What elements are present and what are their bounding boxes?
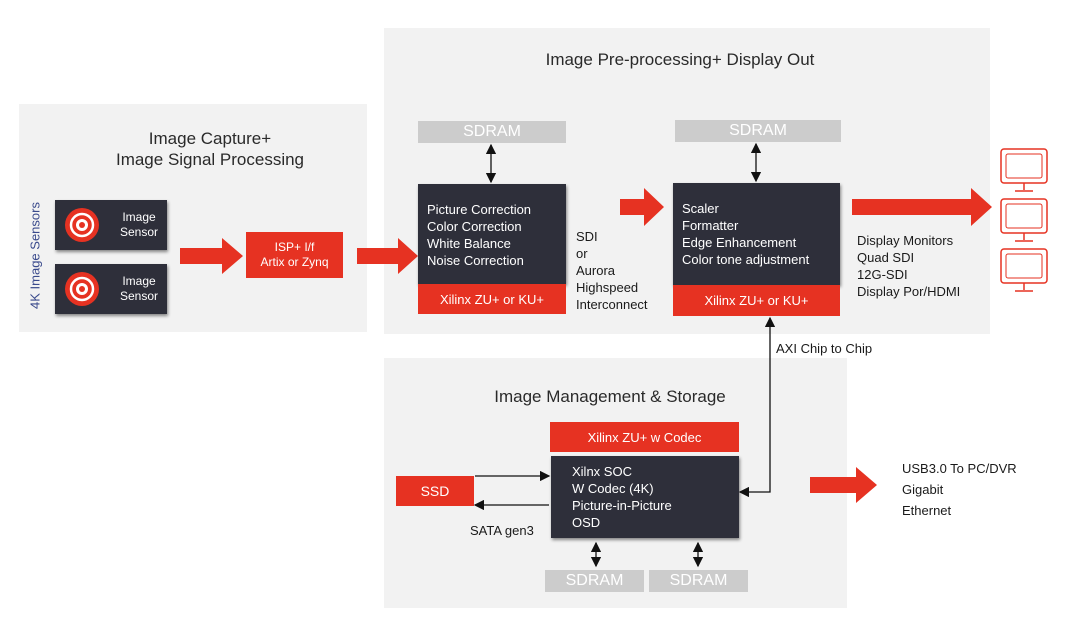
usb-ethernet-label: USB3.0 To PC/DVR Gigabit Ethernet (902, 458, 1017, 521)
display-outputs-label: Display Monitors Quad SDI 12G-SDI Displa… (857, 232, 960, 300)
arrow-isp-to-preprocess (357, 238, 418, 274)
capture-title-line2: Image Signal Processing (115, 150, 305, 170)
sdram-storage-left: SDRAM (545, 570, 644, 592)
soc-line-2: W Codec (4K) (572, 481, 654, 496)
interconnect-line-5: Interconnect (576, 297, 648, 312)
display-line-3: 12G-SDI (857, 267, 908, 282)
capture-title: Image Capture+ Image Signal Processing (60, 128, 360, 171)
interconnect-line-3: Aurora (576, 263, 616, 278)
isp-line1: ISP+ I/f (274, 240, 315, 254)
right-fpga-label: Xilinx ZU+ or KU+ (673, 285, 840, 316)
soc-line-3: Picture-in-Picture (572, 498, 672, 513)
left-block-line-2: Color Correction (427, 219, 522, 234)
usb-line-3: Ethernet (902, 503, 952, 518)
picture-correction-block: Picture Correction Color Correction Whit… (418, 184, 566, 284)
sensors-vertical-label: 4K Image Sensors (27, 202, 43, 309)
axi-link (738, 316, 776, 498)
isp-line2: Artix or Zynq (260, 255, 329, 269)
sensor1-label-line2: Sensor (119, 225, 159, 239)
interconnect-label: SDI or Aurora Highspeed Interconnect (576, 228, 648, 313)
sata-label: SATA gen3 (470, 523, 534, 538)
sdram-preprocess-left: SDRAM (418, 121, 566, 143)
codec-header: Xilinx ZU+ w Codec (550, 422, 739, 452)
preprocess-title: Image Pre-processing+ Display Out (545, 50, 815, 69)
image-sensor-1: Image Sensor (55, 200, 167, 250)
sdram-storage-right: SDRAM (649, 570, 748, 592)
interconnect-line-1: SDI (576, 229, 598, 244)
camera-lens-icon (65, 272, 99, 306)
soc-block: Xilnx SOC W Codec (4K) Picture-in-Pictur… (551, 456, 739, 538)
right-block-line-3: Edge Enhancement (682, 235, 797, 250)
sdram-preprocess-right: SDRAM (675, 120, 841, 142)
left-block-line-4: Noise Correction (427, 253, 524, 268)
display-line-4: Display Por/HDMI (857, 284, 961, 299)
interconnect-line-4: Highspeed (576, 280, 639, 295)
display-line-1: Display Monitors (857, 233, 954, 248)
usb-line-1: USB3.0 To PC/DVR (902, 461, 1017, 476)
monitor-icon (1000, 198, 1048, 242)
camera-lens-icon (65, 208, 99, 242)
image-sensor-2: Image Sensor (55, 264, 167, 314)
right-block-line-4: Color tone adjustment (682, 252, 810, 267)
sensor2-label-line1: Image (122, 274, 156, 288)
usb-line-2: Gigabit (902, 482, 944, 497)
arrow-sensors-to-isp (180, 238, 243, 274)
arrow-to-usb (810, 467, 877, 503)
right-block-line-2: Formatter (682, 218, 739, 233)
ssd-block: SSD (396, 476, 474, 506)
left-block-line-3: White Balance (427, 236, 511, 251)
capture-title-line1: Image Capture+ (148, 129, 272, 148)
sensor1-label-line1: Image (122, 210, 156, 224)
arrow-to-displays (852, 188, 992, 226)
storage-title: Image Management & Storage (494, 387, 726, 406)
arrow-preprocess-link (620, 188, 664, 226)
display-line-2: Quad SDI (857, 250, 915, 265)
monitor-icon (1000, 148, 1048, 192)
isp-block: ISP+ I/f Artix or Zynq (246, 232, 343, 278)
scaler-block: Scaler Formatter Edge Enhancement Color … (673, 183, 840, 285)
monitor-icon (1000, 248, 1048, 292)
soc-line-4: OSD (572, 515, 601, 530)
axi-label: AXI Chip to Chip (776, 341, 873, 356)
sensor2-label-line2: Sensor (119, 289, 159, 303)
right-block-line-1: Scaler (682, 201, 719, 216)
left-fpga-label: Xilinx ZU+ or KU+ (418, 284, 566, 314)
interconnect-line-2: or (576, 246, 588, 261)
soc-line-1: Xilnx SOC (572, 464, 632, 479)
left-block-line-1: Picture Correction (427, 202, 532, 217)
